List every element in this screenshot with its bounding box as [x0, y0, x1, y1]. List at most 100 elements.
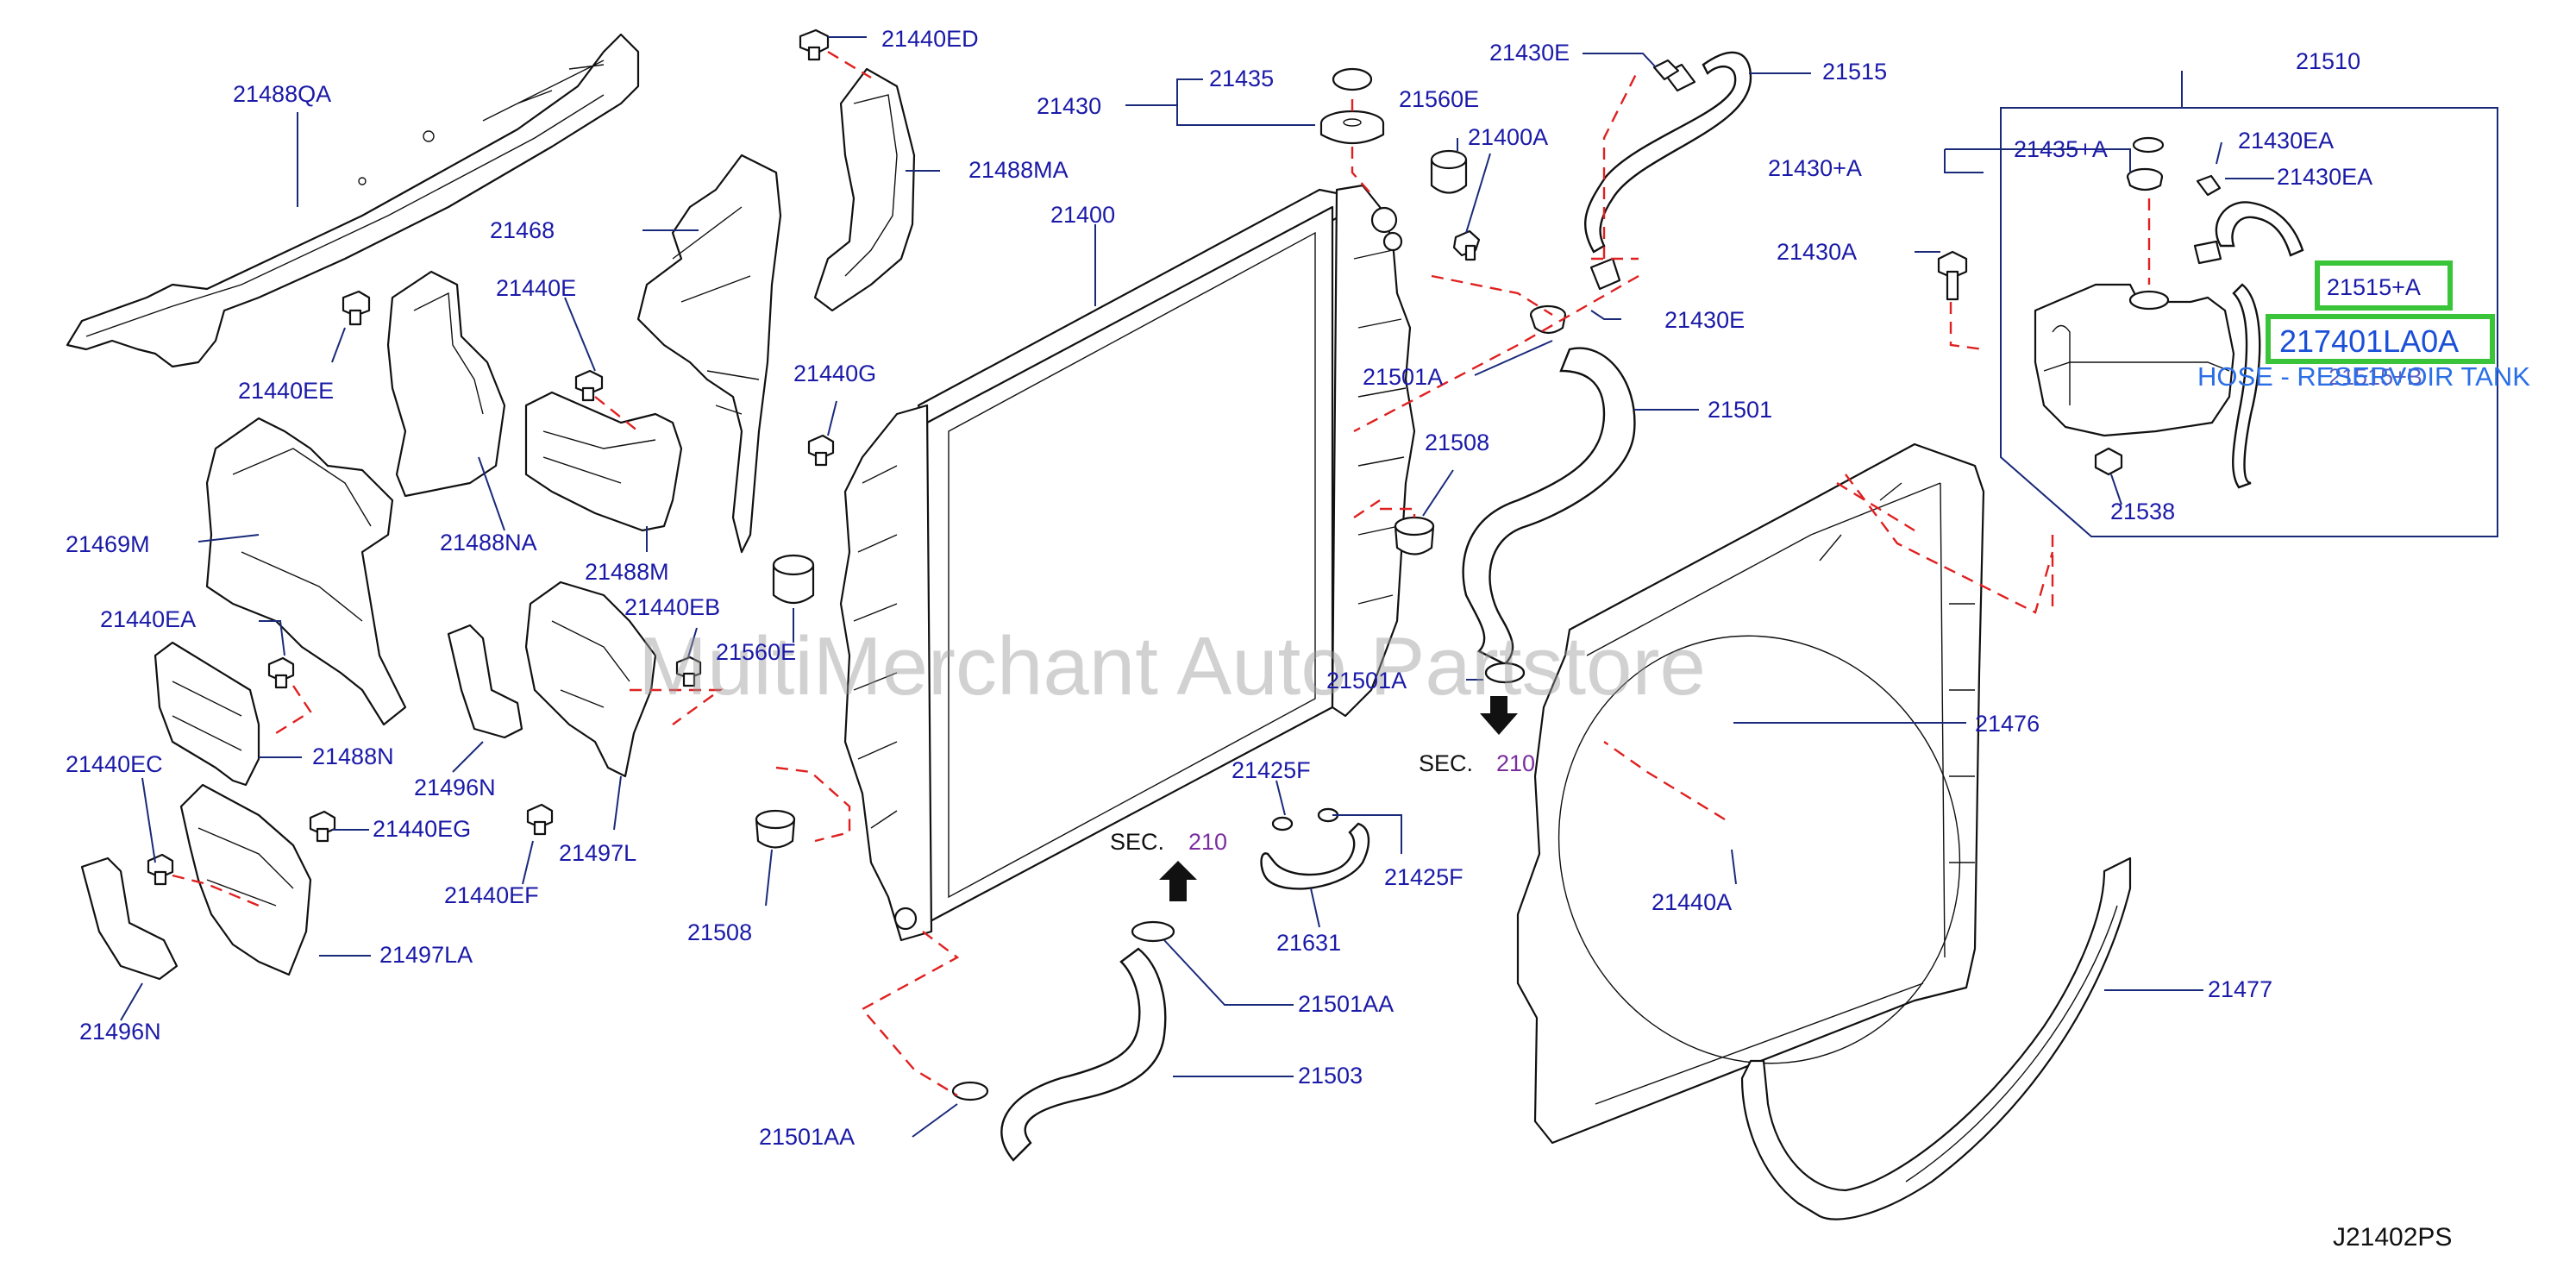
label-21400[interactable]: 21400: [1050, 202, 1115, 228]
label-21430ea-2[interactable]: 21430EA: [2277, 164, 2372, 190]
label-21496n-bottom[interactable]: 21496N: [79, 1019, 161, 1045]
label-21503[interactable]: 21503: [1298, 1063, 1363, 1089]
label-21440ef[interactable]: 21440EF: [444, 882, 539, 908]
label-21496n-mid[interactable]: 21496N: [414, 775, 496, 800]
label-21400a[interactable]: 21400A: [1468, 124, 1548, 150]
overflow-hose-21515: [1583, 51, 1752, 291]
side-guide-21469m: [205, 417, 407, 726]
section-ref-lower[interactable]: SEC. 210: [1110, 829, 1227, 855]
label-21501[interactable]: 21501: [1708, 397, 1772, 423]
label-21440a[interactable]: 21440A: [1652, 889, 1732, 915]
label-21488n[interactable]: 21488N: [312, 744, 394, 769]
overlapped-label-21515b: 21515+B: [2328, 364, 2422, 390]
label-21538[interactable]: 21538: [2110, 499, 2175, 524]
label-21440ec[interactable]: 21440EC: [66, 751, 163, 777]
label-21440ed[interactable]: 21440ED: [881, 26, 979, 52]
label-21430e-bottom[interactable]: 21430E: [1664, 307, 1745, 333]
grommet-21508-top: [1394, 516, 1435, 555]
label-21430e-top[interactable]: 21430E: [1489, 40, 1570, 66]
label-21515[interactable]: 21515: [1822, 59, 1887, 85]
label-21469m[interactable]: 21469M: [66, 531, 150, 557]
bracket-21488n: [154, 641, 260, 787]
clip-21440ea: [267, 656, 295, 689]
drawing-code: J21402PS: [2333, 1223, 2452, 1252]
watermark: MultiMerchant Auto Partstore: [638, 620, 1706, 712]
mount-bushing-21560e-mid: [772, 554, 815, 605]
reservoir-hose-21515a: [2193, 201, 2304, 489]
clip-21440e: [574, 369, 604, 402]
label-21430[interactable]: 21430: [1037, 93, 1101, 119]
radiator-core: [839, 184, 1416, 942]
clip-21440ee: [342, 290, 371, 326]
side-panel-21468: [636, 154, 782, 554]
seal-21496n-bottom: [80, 856, 179, 981]
label-21477[interactable]: 21477: [2208, 976, 2272, 1002]
section-ref-upper-prefix: SEC.: [1419, 750, 1473, 776]
label-21440ee[interactable]: 21440EE: [238, 378, 334, 404]
label-21501a-mid[interactable]: 21501A: [1326, 668, 1407, 693]
section-ref-upper[interactable]: SEC. 210: [1419, 750, 1535, 776]
label-21476[interactable]: 21476: [1975, 711, 2040, 737]
label-21488ma[interactable]: 21488MA: [968, 157, 1069, 183]
bolt-21440ed: [799, 28, 830, 61]
section-ref-upper-number: 210: [1496, 750, 1535, 776]
label-21508-bottom[interactable]: 21508: [687, 919, 752, 945]
highlight-part-number[interactable]: 217401LA0A: [2279, 323, 2459, 359]
clip-21440ec: [147, 853, 174, 886]
reservoir-tank-21510: [2034, 136, 2235, 437]
label-21488m[interactable]: 21488M: [585, 559, 669, 585]
label-21497la[interactable]: 21497LA: [379, 942, 473, 968]
seal-21496n-mid: [447, 624, 523, 739]
bracket-21488m: [524, 391, 683, 532]
label-21560e-mid[interactable]: 21560E: [716, 639, 796, 665]
label-21430-plus-a[interactable]: 21430+A: [1768, 155, 1862, 181]
label-21440ea[interactable]: 21440EA: [100, 606, 196, 632]
label-21425f-right[interactable]: 21425F: [1384, 864, 1463, 890]
label-21435[interactable]: 21435: [1209, 66, 1274, 91]
label-21510[interactable]: 21510: [2296, 48, 2360, 74]
section-arrow-up: [1159, 861, 1197, 901]
clamp-21430ea-1: [2196, 174, 2222, 197]
label-21468[interactable]: 21468: [490, 217, 555, 243]
section-ref-lower-prefix: SEC.: [1110, 829, 1164, 855]
label-21560e-top[interactable]: 21560E: [1399, 86, 1479, 112]
label-21501aa-bottom[interactable]: 21501AA: [759, 1124, 855, 1150]
highlight-hose-label[interactable]: 21515+A: [2327, 274, 2421, 300]
clip-21440ef: [526, 803, 554, 836]
label-21430a[interactable]: 21430A: [1777, 239, 1857, 265]
leader-lines: [120, 36, 2498, 1138]
bolt-21400a: [1452, 229, 1481, 261]
label-21440e[interactable]: 21440E: [496, 275, 576, 301]
label-21501aa-right[interactable]: 21501AA: [1298, 991, 1394, 1017]
label-21440eg[interactable]: 21440EG: [373, 816, 471, 842]
highlighted-part[interactable]: 21515+A 217401LA0A 21515+B HOSE - RESERV…: [2197, 260, 2530, 392]
radiator-cap-21430: [1319, 67, 1385, 144]
lower-guide-21497l: [524, 580, 657, 778]
label-21440g[interactable]: 21440G: [793, 361, 876, 386]
label-21497l[interactable]: 21497L: [559, 840, 636, 866]
grommet-21508-bottom: [755, 809, 796, 849]
lower-radiator-hose-21503: [951, 920, 1175, 1162]
label-21508-top[interactable]: 21508: [1425, 430, 1489, 455]
label-21631[interactable]: 21631: [1276, 930, 1341, 956]
clamp-21430e-top: [1652, 59, 1680, 81]
clip-21440eg: [309, 810, 336, 843]
label-21440eb[interactable]: 21440EB: [624, 594, 720, 620]
label-21430ea-1[interactable]: 21430EA: [2238, 128, 2334, 154]
label-21501a-top[interactable]: 21501A: [1363, 364, 1443, 390]
clip-21440g: [807, 434, 835, 467]
label-21488na[interactable]: 21488NA: [440, 530, 537, 555]
section-arrow-down: [1480, 696, 1518, 735]
label-21488qa[interactable]: 21488QA: [233, 81, 331, 107]
label-21425f-top[interactable]: 21425F: [1232, 757, 1311, 783]
lower-shroud-21477: [1740, 856, 2132, 1220]
highlight-description: HOSE - RESERVOIR TANK: [2197, 361, 2530, 392]
part-labels: 21488QA 21440ED 21488MA 21435 21430 2156…: [66, 26, 2372, 1150]
label-21435a[interactable]: 21435+A: [2014, 136, 2108, 162]
highlight-box-hose-label: [2315, 260, 2453, 311]
nut-21538: [2094, 447, 2123, 476]
bolt-21430a: [1937, 250, 1968, 301]
clamp-21425f: [1271, 807, 1339, 831]
highlight-box-part-number: [2266, 314, 2495, 364]
